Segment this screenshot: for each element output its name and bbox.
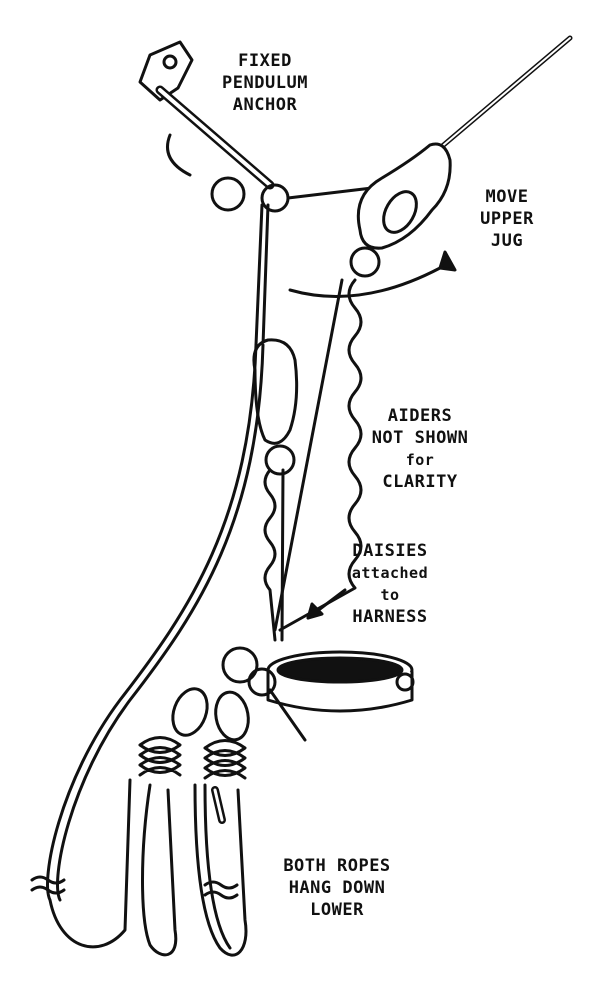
break-mark-left (30, 875, 66, 895)
anchor-label-line3: ANCHOR (232, 95, 298, 115)
aiders-label: AIDERS NOT SHOWN for CLARITY (355, 405, 485, 493)
daisies-line2: attached (351, 564, 429, 582)
daisies-label: DAISIES attached to HARNESS (330, 540, 450, 628)
aiders-line3: for (405, 451, 435, 469)
aiders-line4: CLARITY (382, 472, 458, 492)
anchor-label-line2: PENDULUM (222, 73, 308, 93)
ropes-label: BOTH ROPES HANG DOWN LOWER (262, 855, 412, 921)
move-jug-line3: JUG (490, 231, 524, 251)
move-arrow (288, 266, 442, 298)
carabiner-left (171, 687, 209, 737)
left-rope-loop (46, 343, 258, 949)
harness-buckle (395, 672, 415, 692)
break-mark-right (203, 880, 239, 900)
daisy-chain-right (278, 278, 363, 632)
left-rope-loop-2 (141, 783, 178, 957)
move-jug-label: MOVE UPPER JUG (462, 186, 552, 252)
connecting-sling (286, 186, 374, 200)
daisy-chain-left (263, 468, 277, 642)
knot-left (138, 736, 182, 777)
anchor-label-line1: FIXED (238, 51, 292, 71)
anchor-bolt (162, 54, 178, 70)
right-rope-loop (193, 783, 248, 957)
ropes-line2: HANG DOWN (288, 878, 386, 898)
lower-jug (252, 338, 299, 445)
daisies-line3: to (380, 586, 400, 604)
daisies-line4: HARNESS (352, 607, 428, 627)
jug-carabiner (349, 246, 381, 278)
carabiner-right (214, 690, 250, 742)
belay-ring (221, 646, 259, 684)
move-jug-line1: MOVE (485, 187, 529, 207)
ropes-line3: LOWER (310, 900, 364, 920)
aiders-line1: AIDERS (387, 406, 453, 426)
anchor-ring-2 (260, 183, 290, 213)
anchor-ring (210, 176, 246, 212)
ropes-line1: BOTH ROPES (283, 856, 391, 876)
move-jug-line2: UPPER (480, 209, 534, 229)
daisies-line1: DAISIES (352, 541, 428, 561)
aiders-line2: NOT SHOWN (371, 428, 469, 448)
lower-jug-carabiner (264, 444, 296, 476)
upper-jug (356, 142, 452, 250)
fixed-rope-left (261, 203, 270, 347)
anchor-hanger (138, 40, 194, 102)
knot-right (203, 739, 247, 780)
anchor-biner (166, 133, 192, 177)
anchor-label: FIXED PENDULUM ANCHOR (200, 50, 330, 116)
